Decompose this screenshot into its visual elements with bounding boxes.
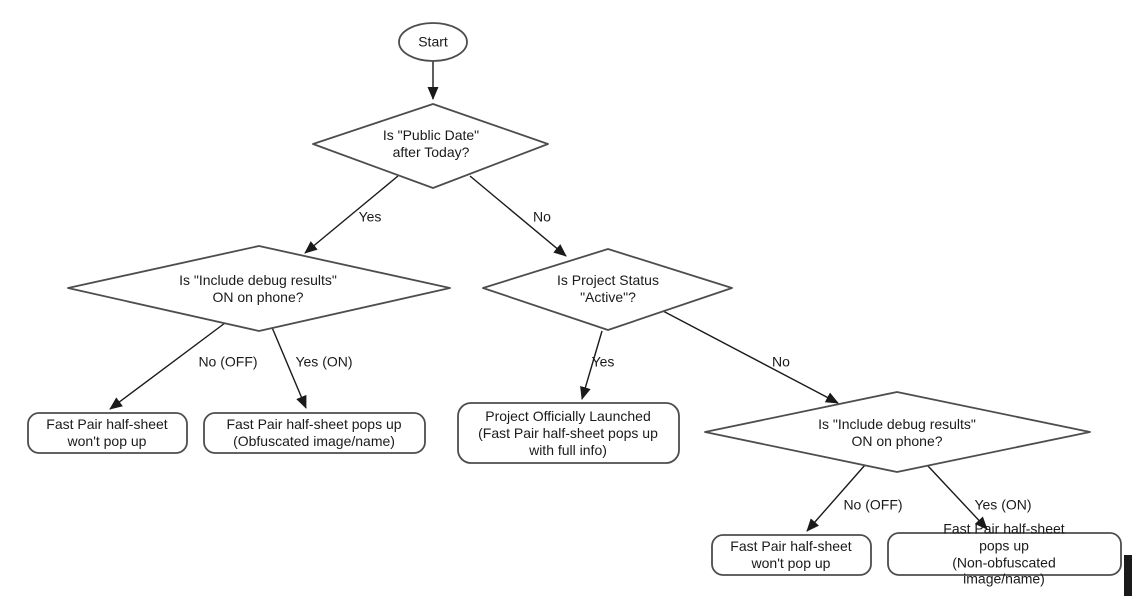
debug-right-decision-shape bbox=[704, 391, 1091, 473]
edge-label-debug-left-no-off: No (OFF) bbox=[198, 353, 258, 370]
edge-debug-right-yes-on bbox=[927, 465, 988, 530]
edge-label-project-status-yes: Yes bbox=[591, 353, 615, 370]
edge-debug-right-no-off bbox=[806, 464, 866, 532]
start-node-label: Start bbox=[418, 33, 448, 50]
project-status-decision-label: Is Project Status "Active"? bbox=[557, 272, 659, 305]
edge-debug-left-yes-on bbox=[270, 324, 307, 409]
edge-label-debug-left-yes-on: Yes (ON) bbox=[295, 353, 353, 370]
edge-label-public-date-no: No bbox=[533, 208, 551, 225]
launched-result-label: Project Officially Launched (Fast Pair h… bbox=[478, 407, 658, 458]
no-popup-left-result-label: Fast Pair half-sheet won't pop up bbox=[46, 416, 168, 449]
public-date-decision-label: Is "Public Date" after Today? bbox=[382, 127, 480, 160]
edge-label-debug-right-yes-on: Yes (ON) bbox=[974, 496, 1032, 513]
edge-public-date-yes bbox=[304, 175, 399, 254]
debug-left-decision-label: Is "Include debug results" ON on phone? bbox=[179, 272, 337, 305]
no-popup-right-result-label: Fast Pair half-sheet won't pop up bbox=[730, 538, 852, 571]
edge-label-public-date-yes: Yes bbox=[358, 208, 382, 225]
non-obfuscated-result-shape bbox=[887, 532, 1122, 576]
no-popup-left-result-shape bbox=[27, 412, 188, 454]
obfuscated-result-shape bbox=[203, 412, 426, 454]
edge-project-status-yes bbox=[580, 330, 603, 400]
public-date-decision-shape bbox=[312, 103, 549, 189]
edge-project-status-no bbox=[662, 310, 839, 404]
project-status-decision-shape bbox=[482, 248, 733, 331]
edge-label-debug-right-no-off: No (OFF) bbox=[843, 496, 903, 513]
debug-right-decision-label: Is "Include debug results" ON on phone? bbox=[818, 416, 976, 449]
flowchart-node-shapes bbox=[27, 22, 1122, 576]
start-node-shape bbox=[398, 22, 468, 62]
obfuscated-result-label: Fast Pair half-sheet pops up (Obfuscated… bbox=[226, 416, 402, 449]
debug-left-decision-shape bbox=[67, 245, 451, 332]
flowchart-edges bbox=[109, 61, 988, 532]
edge-debug-left-no-off bbox=[109, 322, 226, 410]
launched-result-shape bbox=[457, 402, 680, 464]
edge-label-project-status-no: No bbox=[772, 353, 790, 370]
non-obfuscated-result-label: Fast Pair half-sheet pops up (Non-obfusc… bbox=[943, 520, 1065, 587]
edge-public-date-no bbox=[469, 175, 567, 257]
no-popup-right-result-shape bbox=[711, 534, 872, 576]
text-cursor-bar bbox=[1124, 555, 1132, 596]
